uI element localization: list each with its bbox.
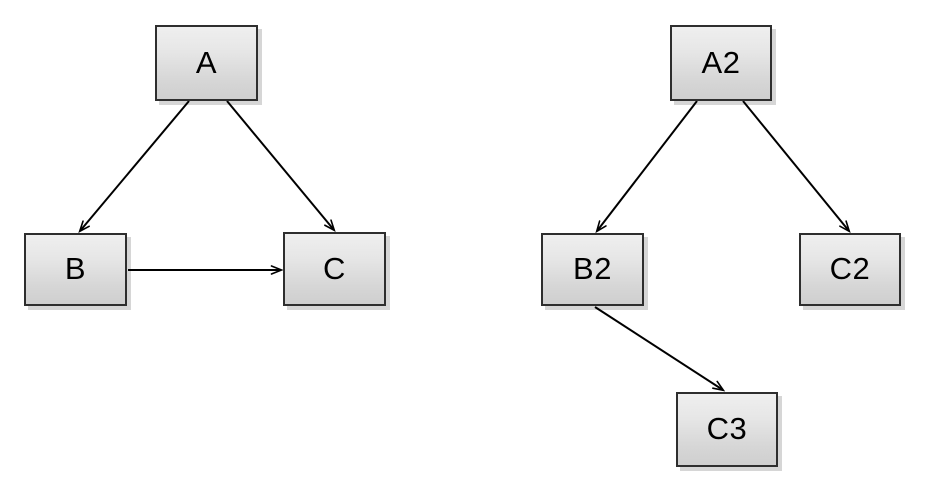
node-label: B: [64, 251, 87, 286]
node-label: A2: [701, 44, 741, 80]
node-a[interactable]: A: [155, 25, 258, 101]
node-label: C2: [829, 251, 871, 286]
node-c[interactable]: C: [283, 232, 386, 306]
edge-a-to-b: [78, 100, 190, 234]
edge-b2-to-c3: [594, 306, 726, 392]
edge-a2-to-b2: [595, 100, 698, 234]
node-label: B2: [573, 251, 612, 286]
node-a2[interactable]: A2: [670, 25, 772, 101]
node-b[interactable]: B: [24, 233, 127, 306]
node-label: C: [323, 250, 346, 286]
node-label: A: [195, 44, 218, 80]
edge-a-to-c: [226, 100, 336, 233]
node-c2[interactable]: C2: [799, 233, 901, 306]
edge-a2-to-c2: [742, 100, 851, 234]
node-b2[interactable]: B2: [541, 233, 644, 306]
node-label: C3: [706, 411, 748, 446]
node-c3[interactable]: C3: [676, 392, 778, 467]
